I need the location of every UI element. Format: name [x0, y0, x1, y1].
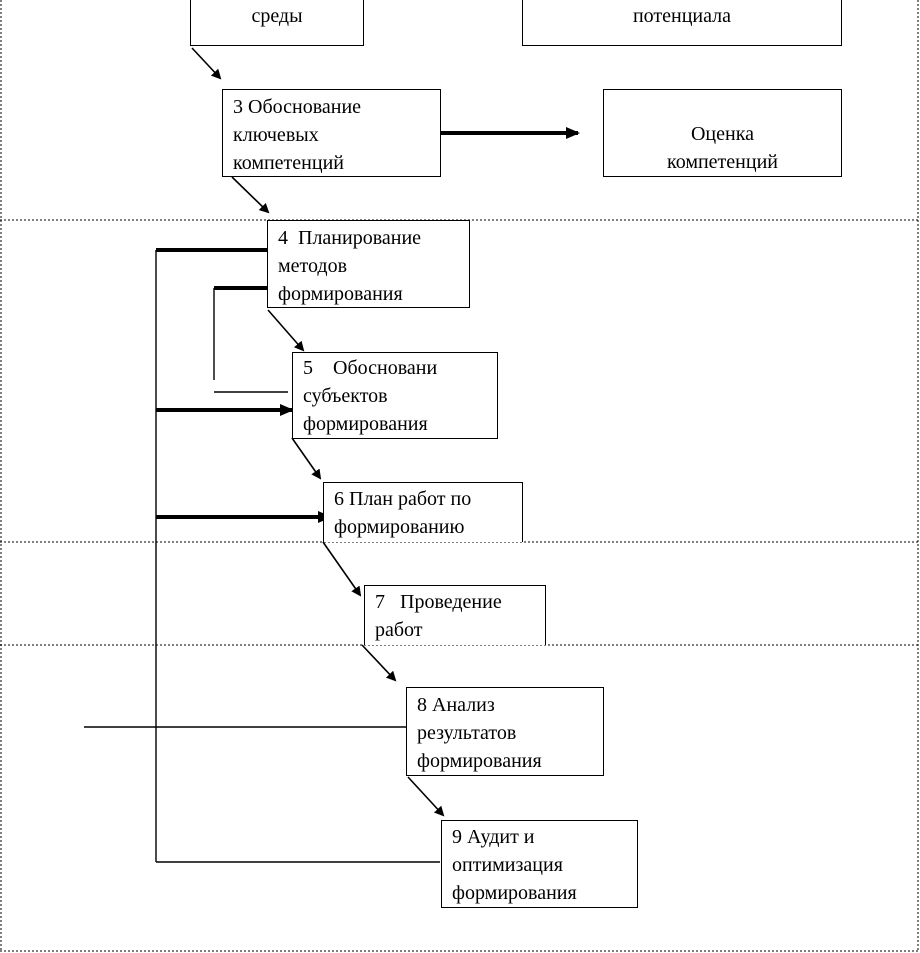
box-step-5: 5 Обосновани субъектов формирования: [292, 352, 498, 439]
box-step-4-line-2: методов: [278, 255, 348, 277]
box-step-3-line-1: 3 Обоснование: [233, 96, 362, 118]
box-step-5-line-2: субъектов: [303, 385, 388, 407]
box-step-6: 6 План работ по формированию: [323, 482, 523, 542]
box-step-8-line-1: 8 Анализ: [417, 694, 495, 716]
box-step-8: 8 Анализ результатов формирования: [406, 687, 604, 776]
box-step-7-line-1: 7 Проведение: [375, 591, 502, 613]
box-step-6-line-2: формированию: [334, 516, 465, 538]
feedback-loop: [155, 250, 440, 863]
box-step-7: 7 Проведение работ: [364, 585, 546, 645]
box-step-3-line-3: компетенций: [233, 152, 344, 174]
box-step-9-line-2: оптимизация: [452, 854, 563, 876]
box-step-9-line-3: формирования: [452, 882, 577, 904]
box-ocenka-line-1: Оценка: [690, 123, 755, 145]
box-step-6-line-1: 6 План работ по: [334, 488, 472, 510]
box-step-7-line-2: работ: [375, 619, 423, 641]
feedback-arrows: [156, 244, 332, 523]
box-sreda: среды: [190, 0, 364, 46]
box-step-5-line-3: формирования: [303, 413, 428, 435]
inner-loop: [213, 288, 288, 393]
box-step-8-line-3: формирования: [417, 750, 542, 772]
box-potencial-line-1: потенциала: [632, 5, 732, 27]
box-sreda-line-1: среды: [251, 5, 303, 27]
box-step-9: 9 Аудит и оптимизация формирования: [441, 820, 638, 908]
box-step-8-line-2: результатов: [417, 722, 517, 744]
box-step-4: 4 Планирование методов формирования: [267, 220, 470, 308]
box-step-4-line-3: формирования: [278, 283, 403, 305]
box-step-3-line-2: ключевых: [233, 124, 319, 146]
box-step-4-line-1: 4 Планирование: [278, 227, 422, 249]
step-arrows: [191, 47, 445, 817]
box-ocenka: Оценка компетенций: [603, 89, 842, 177]
box-step-3: 3 Обоснование ключевых компетенций: [222, 89, 441, 177]
box-ocenka-line-2: компетенций: [667, 151, 778, 173]
box-step-5-line-1: 5 Обосновани: [303, 357, 438, 379]
box-potencial: потенциала: [522, 0, 842, 46]
box-step-9-line-1: 9 Аудит и: [452, 826, 535, 848]
stage-separators: [0, 219, 919, 646]
